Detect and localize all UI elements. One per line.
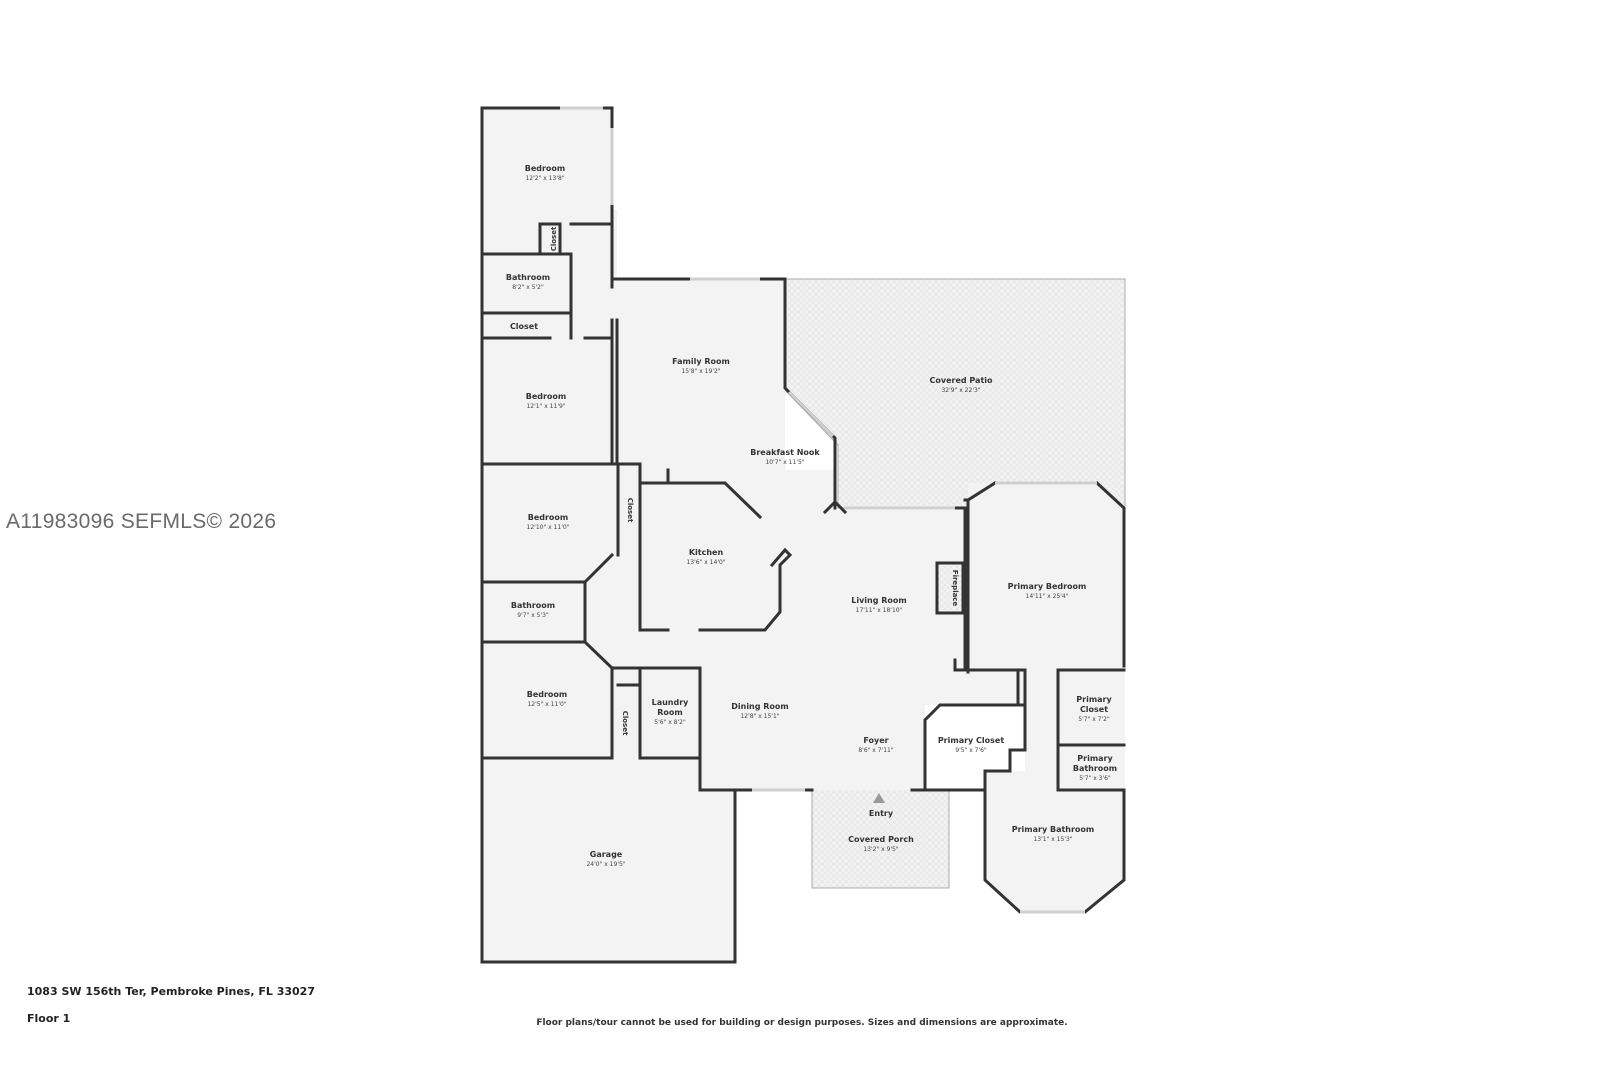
covered-porch-area [811,788,950,889]
bedroom4-dim: 12'5" x 11'0" [527,701,566,708]
bathroom1-dim: 8'2" x 5'2" [512,284,544,291]
closet3-name: Closet [626,498,634,523]
watermark: A11983096 SEFMLS© 2026 [6,510,277,533]
primary-bath-small-name-1: Primary [1077,754,1113,763]
primary-bed-name: Primary Bedroom [1008,582,1087,591]
bedroom1-name: Bedroom [525,164,566,173]
nook-name: Breakfast Nook [750,448,820,457]
floor-label: Floor 1 [27,1012,71,1025]
nook-dim: 10'7" x 11'5" [765,459,804,466]
walls [480,106,1126,964]
entry-name: Entry [869,809,894,818]
foyer-dim: 8'6" x 7'11" [858,747,894,754]
garage-dim: 24'0" x 19'5" [586,861,625,868]
porch-name: Covered Porch [848,835,914,844]
primary-closet-small-dim: 5'7" x 7'2" [1078,716,1110,723]
kitchen-name: Kitchen [689,548,724,557]
bedroom2-dim: 12'1" x 11'9" [526,403,565,410]
disclaimer: Floor plans/tour cannot be used for buil… [536,1018,1068,1028]
closet4-name: Closet [621,711,629,736]
primary-closet-big-name: Primary Closet [938,736,1005,745]
bedroom3-name: Bedroom [528,513,569,522]
entry-arrow-icon [873,793,885,803]
patio-dim: 32'9" x 22'3" [941,387,980,394]
dining-dim: 12'8" x 15'1" [740,713,779,720]
living-name: Living Room [851,596,907,605]
windows [560,106,1097,914]
primary-bath-dim: 13'1" x 15'3" [1033,836,1072,843]
primary-closet-small-name-2: Closet [1080,705,1108,714]
primary-bath-name: Primary Bathroom [1012,825,1095,834]
interior-floor [482,108,1125,961]
primary-closet-big-dim: 9'5" x 7'6" [955,747,987,754]
garage-name: Garage [590,850,623,859]
address-label: 1083 SW 156th Ter, Pembroke Pines, FL 33… [27,985,315,998]
primary-bed-dim: 14'11" x 25'4" [1026,593,1069,600]
primary-closet-small-name-1: Primary [1076,695,1112,704]
living-dim: 17'11" x 18'10" [856,607,903,614]
porch-dim: 13'2" x 9'5" [863,846,899,853]
laundry-name-2: Room [657,708,683,717]
bathroom2-name: Bathroom [511,601,555,610]
family-dim: 15'8" x 19'2" [681,368,720,375]
bedroom2-name: Bedroom [526,392,567,401]
bedroom4-name: Bedroom [527,690,568,699]
family-name: Family Room [672,357,730,366]
bathroom2-dim: 9'7" x 5'3" [517,612,549,619]
room-labels: Bedroom 12'2" x 13'8" Closet Bathroom 8'… [506,164,1117,868]
patio-name: Covered Patio [930,376,994,385]
laundry-name-1: Laundry [652,698,690,707]
closet2-name: Closet [510,322,538,331]
primary-bath-small-dim: 5'7" x 3'6" [1079,775,1111,782]
dining-name: Dining Room [731,702,789,711]
bedroom1-dim: 12'2" x 13'8" [525,175,564,182]
kitchen-dim: 13'6" x 14'0" [686,559,725,566]
primary-bath-small-name-2: Bathroom [1073,764,1117,773]
fireplace-name: Fireplace [951,570,959,607]
bathroom1-name: Bathroom [506,273,550,282]
laundry-dim: 5'6" x 8'2" [654,719,686,726]
closet-top-name: Closet [550,226,558,251]
foyer-name: Foyer [863,736,888,745]
bedroom3-dim: 12'10" x 11'0" [527,524,570,531]
